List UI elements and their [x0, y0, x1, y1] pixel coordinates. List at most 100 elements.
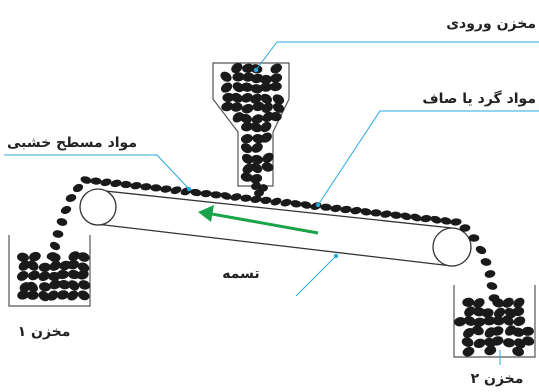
particle [28, 270, 40, 281]
particle [230, 102, 243, 112]
particle [260, 196, 272, 205]
particle [38, 290, 50, 302]
particle [240, 172, 253, 182]
particle [260, 132, 272, 143]
label-round-material: مواد گرد یا صاف [422, 90, 536, 107]
left-pulley [79, 188, 117, 226]
input-hopper-particles [220, 62, 285, 184]
particle [250, 84, 263, 94]
particle [56, 269, 69, 280]
particle [502, 297, 514, 308]
particle [240, 134, 253, 144]
right-pulley [432, 227, 472, 267]
particle [76, 270, 89, 280]
particle [260, 74, 272, 85]
particle [27, 281, 38, 293]
leader-belt [295, 255, 337, 297]
particle [26, 290, 39, 300]
particle [400, 212, 412, 221]
particle [280, 198, 292, 207]
particle [251, 154, 264, 165]
leader-dot-rough [186, 186, 192, 192]
particle [77, 252, 90, 262]
particle [110, 179, 122, 188]
label-hopper-2: مخزن ۲ [471, 371, 524, 387]
particle [49, 241, 61, 251]
particle [472, 325, 484, 336]
particle [261, 162, 274, 172]
particle [170, 186, 182, 195]
particle [240, 113, 252, 124]
particle [260, 121, 272, 133]
right-falling-particles [459, 224, 500, 302]
particle [240, 82, 253, 92]
input-hopper [212, 62, 290, 187]
particle [430, 215, 442, 224]
particle [502, 315, 514, 326]
label-belt: تسمه [222, 266, 259, 282]
particle [262, 152, 274, 163]
particle [250, 173, 263, 184]
particle [56, 290, 69, 300]
particle [67, 260, 80, 270]
particle [251, 142, 263, 153]
particle [200, 189, 212, 198]
particle [72, 183, 84, 193]
particle [58, 280, 71, 290]
particle [29, 251, 41, 262]
particle [67, 290, 79, 301]
particle [340, 205, 352, 214]
particle [492, 316, 505, 326]
particle [240, 143, 253, 154]
particle [290, 200, 302, 208]
particle [300, 201, 312, 209]
particle [47, 290, 59, 301]
particle [493, 307, 506, 318]
particle [420, 214, 432, 223]
particle [220, 71, 232, 82]
particle [221, 82, 233, 93]
label-input-hopper: مخزن ورودی [446, 16, 536, 32]
particle [269, 111, 282, 122]
particle [270, 73, 283, 83]
particle [350, 206, 362, 215]
particle [473, 338, 486, 349]
particle [18, 260, 30, 271]
particle [484, 270, 496, 278]
particle [231, 92, 243, 103]
particle [221, 101, 234, 112]
particle [464, 316, 476, 326]
particle [17, 252, 29, 262]
particle [252, 134, 265, 144]
particle [56, 218, 68, 226]
particle [150, 184, 162, 192]
label-hopper-1: مخزن ۱ [18, 324, 71, 340]
leader-lines [4, 41, 539, 365]
hopper-2-particles [454, 297, 535, 357]
particle [370, 209, 382, 217]
particle [450, 218, 462, 226]
particle [491, 336, 504, 346]
particle [380, 210, 392, 218]
particle [512, 346, 525, 357]
particle [491, 326, 504, 336]
particle [190, 188, 202, 197]
particle [120, 180, 132, 189]
particle [130, 182, 142, 190]
particle [251, 73, 264, 84]
particle [52, 230, 64, 238]
particle [251, 114, 264, 124]
particle [17, 290, 30, 300]
leader-input-hopper [255, 41, 539, 71]
particle [242, 63, 255, 73]
particle [473, 298, 485, 309]
particle [231, 62, 243, 74]
label-rough-flat-material: مواد مسطح خشبی [7, 135, 137, 151]
leader-dot-input [253, 67, 259, 73]
particle [464, 306, 476, 317]
particle [80, 176, 92, 184]
particle [261, 102, 273, 113]
leader-round-material [317, 110, 539, 206]
particle [473, 317, 486, 327]
particle [90, 177, 102, 185]
